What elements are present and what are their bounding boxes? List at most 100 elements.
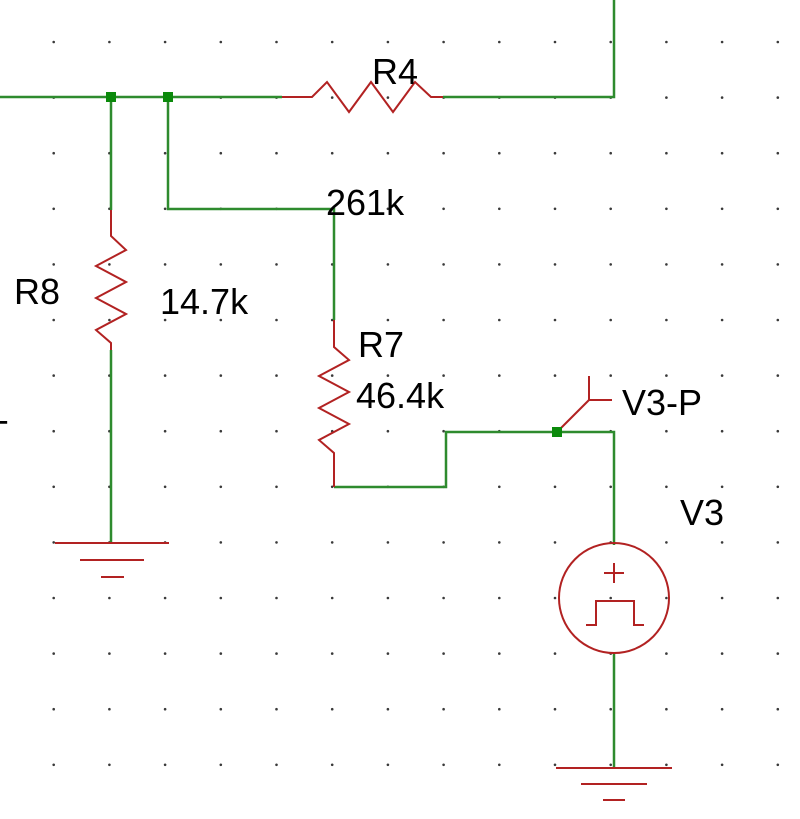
grid-dot — [163, 596, 167, 600]
resistor-r7-symbol[interactable] — [316, 320, 352, 487]
grid-dot — [498, 40, 501, 44]
r7-value-label[interactable]: 46.4k — [356, 375, 445, 416]
resistor-r4-symbol[interactable] — [282, 80, 443, 114]
grid-dot — [498, 541, 501, 544]
grid-dot — [720, 96, 724, 99]
grid-dot — [219, 652, 223, 655]
probe-flag-icon[interactable] — [556, 376, 612, 433]
grid-dot — [275, 652, 278, 655]
grid-dot — [330, 40, 334, 44]
grid-dot — [498, 652, 501, 655]
grid-dot — [108, 707, 111, 711]
grid-dot — [52, 40, 55, 44]
grid-dot — [442, 318, 445, 322]
wire-r7-to-source[interactable] — [334, 430, 616, 545]
grid-dot — [330, 596, 334, 600]
grid-dot — [665, 485, 668, 489]
r8-value-label[interactable]: 14.7k — [160, 281, 249, 322]
grid-dot — [52, 151, 55, 155]
labels: R4 261k R8 14.7k R7 46.4k V3-P V3 T — [0, 51, 724, 533]
wire-r7-top[interactable] — [166, 97, 336, 320]
grid-dot — [553, 596, 557, 600]
grid-dot — [553, 763, 557, 767]
junction-dot[interactable] — [552, 427, 562, 437]
grid-dot — [275, 485, 278, 489]
grid-dot — [52, 596, 55, 600]
grid-dot — [52, 652, 55, 655]
grid-dot — [386, 96, 390, 99]
r8-designator-label[interactable]: R8 — [14, 271, 60, 312]
wire-r4-to-right[interactable] — [443, 0, 616, 99]
grid-dot — [665, 763, 668, 767]
grid-dot — [609, 763, 612, 767]
grid-dot — [330, 541, 334, 544]
grid-dot — [52, 318, 55, 322]
grid-dot — [330, 763, 334, 767]
grid-dot — [720, 596, 724, 600]
grid-dot — [498, 707, 501, 711]
grid-dot — [498, 151, 501, 155]
ground-symbol-v3[interactable] — [556, 767, 672, 801]
grid-dot — [163, 40, 167, 44]
grid-dot — [609, 263, 612, 266]
grid-dot — [720, 429, 724, 433]
grid-dot — [275, 429, 278, 433]
grid-dot — [386, 263, 390, 266]
grid-dot — [665, 374, 668, 377]
grid-dot — [219, 40, 223, 44]
grid-dot — [553, 151, 557, 155]
resistor-r8-symbol[interactable] — [93, 210, 129, 350]
grid-dot — [275, 707, 278, 711]
grid-dot — [442, 374, 445, 377]
ground-symbol-r8[interactable] — [55, 542, 169, 578]
grid-dot — [776, 263, 780, 266]
grid-dot — [163, 429, 167, 433]
grid-dot — [776, 429, 780, 433]
r7-designator-label[interactable]: R7 — [358, 324, 404, 365]
junction-dot[interactable] — [106, 92, 116, 102]
grid-dot — [609, 485, 612, 489]
v3-probe-label[interactable]: V3-P — [622, 382, 702, 423]
grid-dot — [553, 263, 557, 266]
pulse-voltage-source-icon[interactable] — [558, 542, 670, 654]
grid-dot — [442, 207, 445, 211]
grid-dot — [776, 652, 780, 655]
grid-dot — [275, 763, 278, 767]
grid-dot — [442, 40, 445, 44]
grid-dot — [720, 263, 724, 266]
grid-dot — [386, 40, 390, 44]
grid-dot — [163, 485, 167, 489]
grid-dot — [330, 652, 334, 655]
grid-dot — [665, 263, 668, 266]
grid-dot — [442, 429, 445, 433]
v3-designator-label[interactable]: V3 — [680, 492, 724, 533]
grid-dot — [776, 596, 780, 600]
grid-dot — [665, 40, 668, 44]
grid-dot — [108, 763, 111, 767]
junction-dot[interactable] — [163, 92, 173, 102]
grid-dot — [52, 541, 55, 544]
grid-dot — [219, 151, 223, 155]
r4-designator-label[interactable]: R4 — [372, 51, 418, 92]
components — [55, 80, 672, 801]
grid-dot — [665, 707, 668, 711]
grid-dot — [52, 207, 55, 211]
grid-dot — [720, 652, 724, 655]
grid-dot — [275, 151, 278, 155]
r4-value-label[interactable]: 261k — [326, 182, 405, 223]
grid-dot — [108, 596, 111, 600]
grid-dot — [275, 40, 278, 44]
grid-dot — [386, 429, 390, 433]
grid-dot — [609, 40, 612, 44]
grid-dot — [108, 652, 111, 655]
grid-dot — [330, 707, 334, 711]
grid-dot — [776, 207, 780, 211]
grid-dot — [665, 151, 668, 155]
grid-dot — [330, 96, 334, 99]
grid-dot — [665, 96, 668, 99]
grid-dot — [275, 318, 278, 322]
grid-dot — [386, 707, 390, 711]
grid-dot — [219, 763, 223, 767]
grid-dot — [219, 263, 223, 266]
grid-dot — [275, 263, 278, 266]
